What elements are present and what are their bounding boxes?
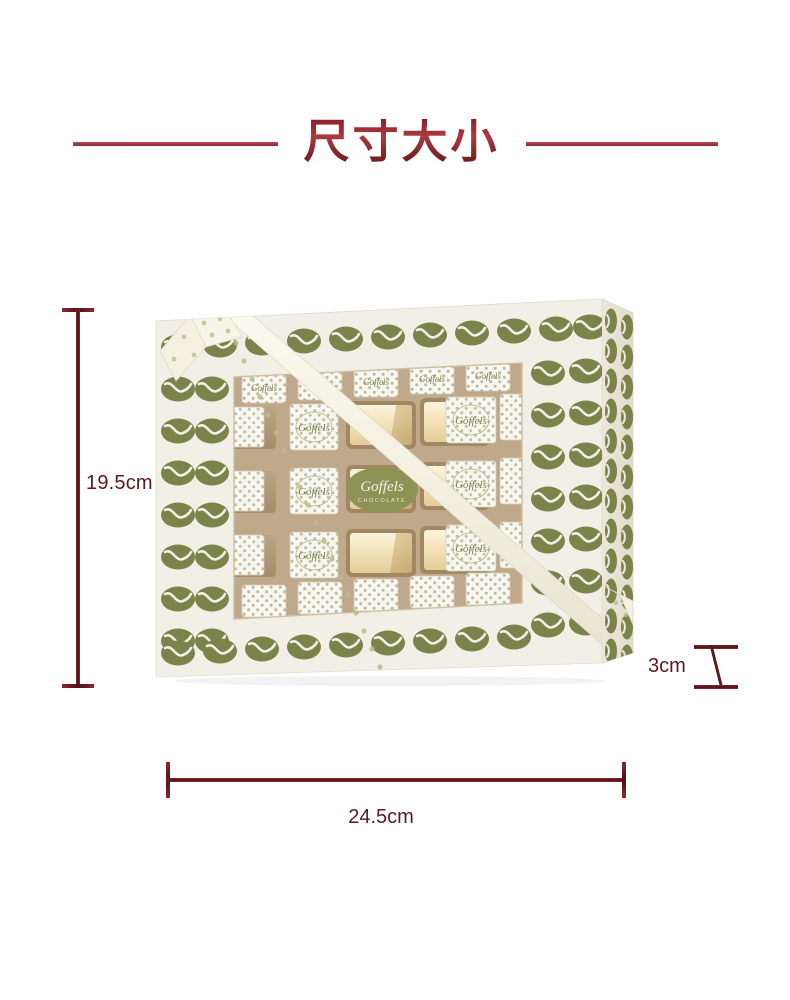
svg-text:Goffels: Goffels	[298, 550, 330, 562]
svg-text:Goffels: Goffels	[298, 422, 330, 434]
svg-text:Goffels: Goffels	[363, 377, 389, 387]
svg-text:Goffels: Goffels	[455, 415, 487, 427]
dimension-label-width-wrap: 24.5cm	[0, 806, 790, 829]
dimension-depth-slant	[709, 645, 724, 689]
chocolate-row-bottom	[241, 572, 511, 618]
dimension-line-depth	[694, 645, 738, 689]
dimension-line-vertical	[76, 308, 80, 688]
dimension-line-width	[166, 762, 626, 798]
dimension-cap-bottom	[62, 684, 94, 688]
svg-text:Goffels: Goffels	[251, 383, 277, 393]
title-rule-left	[72, 142, 278, 146]
product-image-chocolate-gift-box: Goffels Goffels Goffels	[150, 285, 635, 695]
svg-text:Goffels: Goffels	[298, 486, 330, 498]
box-front-face: Goffels Goffels Goffels	[155, 298, 633, 686]
dimension-cap-right	[622, 762, 626, 798]
brand-logo-text: Goffels	[360, 479, 403, 495]
svg-text:Goffels: Goffels	[419, 374, 445, 384]
brand-logo-subtext: CHOCOLATE	[358, 498, 406, 504]
dimension-depth-cap-top	[694, 645, 738, 649]
dimension-label-depth: 3cm	[648, 655, 686, 677]
dimension-label-height: 19.5cm	[86, 472, 153, 494]
page-title: 尺寸大小	[303, 116, 500, 167]
dimension-line-height	[62, 308, 94, 688]
dimension-depth-cap-bottom	[694, 685, 738, 689]
brand-logo-badge: Goffels CHOCOLATE	[346, 467, 418, 513]
svg-text:Goffels: Goffels	[455, 479, 487, 491]
page-title-bar: 尺寸大小	[0, 108, 790, 180]
dimension-label-width: 24.5cm	[348, 806, 414, 828]
title-rule-right	[525, 142, 718, 146]
svg-text:Goffels: Goffels	[455, 543, 487, 555]
svg-text:Goffels: Goffels	[475, 371, 501, 381]
dimension-line-horizontal	[166, 778, 626, 782]
